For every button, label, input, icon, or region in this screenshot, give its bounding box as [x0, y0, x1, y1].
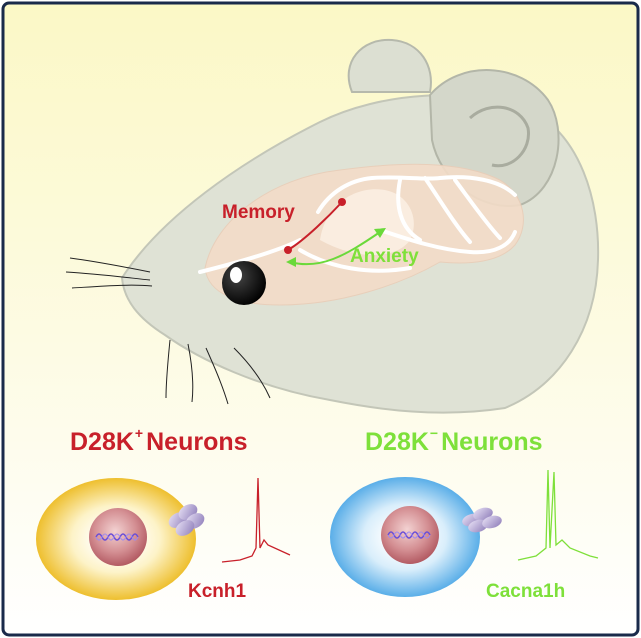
cacna1h-label: Cacna1h: [486, 581, 566, 602]
cacna1h-trace: [517, 469, 599, 561]
anxiety-arrow-left: [286, 257, 296, 267]
memory-node-end: [338, 198, 346, 206]
pos-dna-helix: [95, 533, 139, 541]
neg-title-rest: Neurons: [441, 428, 543, 456]
eye-highlight: [230, 267, 242, 283]
mouse-illustration: [65, 38, 600, 414]
neg-dna-helix: [387, 531, 431, 539]
whiskers: [65, 257, 271, 405]
mouse-eye: [222, 261, 266, 305]
kcnh1-label: Kcnh1: [188, 581, 247, 602]
anxiety-label: Anxiety: [350, 246, 419, 267]
neg-title-main: D28K: [365, 428, 429, 456]
anxiety-pathway: [289, 231, 381, 266]
pos-title-main: D28K: [70, 428, 134, 456]
pos-title-sup: +: [134, 425, 144, 441]
kcnh1-channel-icon: [168, 504, 205, 536]
inner-ear: [468, 105, 530, 168]
d28k-negative-neuron: [330, 469, 599, 597]
memory-node-start: [284, 246, 292, 254]
memory-pathway: [287, 201, 343, 251]
pos-nucleus: [89, 508, 147, 566]
back-ear: [347, 38, 432, 93]
neg-nucleus: [381, 506, 439, 564]
d28k-negative-title: D28K−Neurons: [365, 425, 543, 457]
d28k-positive-title: D28K+Neurons: [70, 425, 248, 457]
anxiety-arrow-right: [374, 228, 386, 238]
neg-title-sup: −: [429, 425, 439, 441]
kcnh1-trace: [221, 477, 291, 563]
pos-title-rest: Neurons: [146, 428, 248, 456]
neg-dna-helix-2: [387, 531, 431, 539]
d28k-positive-neuron: [36, 477, 291, 600]
memory-label: Memory: [222, 202, 295, 223]
pos-dna-helix-2: [95, 533, 139, 541]
cacna1h-channel-icon: [462, 507, 502, 533]
brain-outlines: [198, 175, 517, 274]
